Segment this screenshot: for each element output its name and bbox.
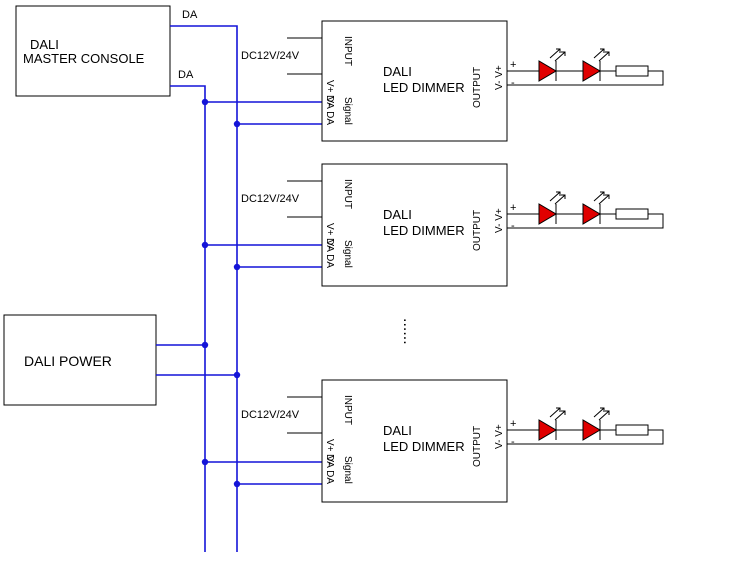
dali-power: DALI POWER	[3, 314, 157, 406]
junction-dot	[233, 263, 241, 271]
junction-dot	[233, 480, 241, 488]
signal-label: Signal	[342, 97, 353, 125]
led-icon	[582, 203, 601, 225]
led-icon	[538, 419, 557, 441]
light-emission-icon	[593, 191, 610, 205]
dimmer-box	[321, 163, 508, 287]
dali-power-label: DALI POWER	[24, 353, 112, 369]
led-icon	[582, 60, 601, 82]
light-emission-icon	[549, 191, 566, 205]
dimmer-name-line1: DALI	[383, 64, 412, 79]
signal-pin-labels: DA DA	[324, 95, 335, 125]
junction-dot	[233, 371, 241, 379]
light-emission-icon	[549, 407, 566, 421]
junction-dot	[201, 458, 209, 466]
led-icon	[538, 60, 557, 82]
input-pin-labels: V+V-	[324, 223, 335, 249]
junction-dot	[201, 341, 209, 349]
output-plus: +	[510, 59, 516, 71]
output-plus: +	[510, 418, 516, 430]
dimmer-box	[321, 20, 508, 142]
input-label: INPUT	[342, 179, 353, 209]
master-console-box	[15, 5, 171, 97]
resistor-icon	[615, 424, 649, 436]
master-console-line1: DALI	[30, 37, 59, 52]
output-minus: -	[511, 436, 515, 448]
output-minus: -	[511, 220, 515, 232]
dimmer-name-line1: DALI	[383, 423, 412, 438]
output-minus: -	[511, 77, 515, 89]
input-pin-labels: V+V-	[324, 80, 335, 106]
signal-pin-labels: DA DA	[324, 238, 335, 268]
dimmer-name-line2: LED DIMMER	[383, 80, 465, 95]
dimmer-3: DC12V/24V V+V- INPUT DA DA Signal DALI L…	[241, 379, 664, 503]
light-emission-icon	[593, 407, 610, 421]
output-label: OUTPUT	[472, 426, 483, 467]
bus-label-top: DA	[182, 9, 198, 21]
bus-line-a	[170, 25, 238, 552]
master-console: DALI MASTER CONSOLE	[15, 5, 171, 97]
signal-label: Signal	[342, 456, 353, 484]
return-wire	[507, 429, 664, 445]
junction-dot	[233, 120, 241, 128]
bus-label-mid: DA	[178, 69, 194, 81]
input-pin-labels: V+V-	[324, 439, 335, 465]
output-plus: +	[510, 202, 516, 214]
supply-label: DC12V/24V	[241, 50, 300, 62]
dimmer-box	[321, 379, 508, 503]
resistor-icon	[615, 208, 649, 220]
continuation-dots: ......	[400, 318, 417, 345]
led-icon	[582, 419, 601, 441]
output-pin-labels: V- V+	[494, 424, 505, 449]
signal-label: Signal	[342, 240, 353, 268]
input-label: INPUT	[342, 36, 353, 66]
resistor-icon	[615, 65, 649, 77]
light-emission-icon	[593, 48, 610, 62]
return-wire	[507, 213, 664, 229]
dimmer-name-line2: LED DIMMER	[383, 223, 465, 238]
dali-bus	[156, 25, 322, 552]
input-label: INPUT	[342, 395, 353, 425]
dimmer-2: DC12V/24V V+V- INPUT DA DA Signal DALI L…	[241, 163, 664, 287]
dali-power-box	[3, 314, 157, 406]
junction-dot	[201, 241, 209, 249]
dimmer-name-line1: DALI	[383, 207, 412, 222]
output-label: OUTPUT	[472, 67, 483, 108]
dimmer-name-line2: LED DIMMER	[383, 439, 465, 454]
junction-dot	[201, 98, 209, 106]
led-icon	[538, 203, 557, 225]
bus-line-b	[170, 85, 206, 552]
return-wire	[507, 70, 664, 86]
supply-label: DC12V/24V	[241, 193, 300, 205]
output-label: OUTPUT	[472, 210, 483, 251]
output-pin-labels: V- V+	[494, 208, 505, 233]
master-console-line2: MASTER CONSOLE	[23, 51, 145, 66]
dimmer-1: DC12V/24V V+V- INPUT DA DA Signal DALI L…	[241, 20, 664, 142]
output-pin-labels: V- V+	[494, 65, 505, 90]
supply-label: DC12V/24V	[241, 409, 300, 421]
signal-pin-labels: DA DA	[324, 454, 335, 484]
light-emission-icon	[549, 48, 566, 62]
